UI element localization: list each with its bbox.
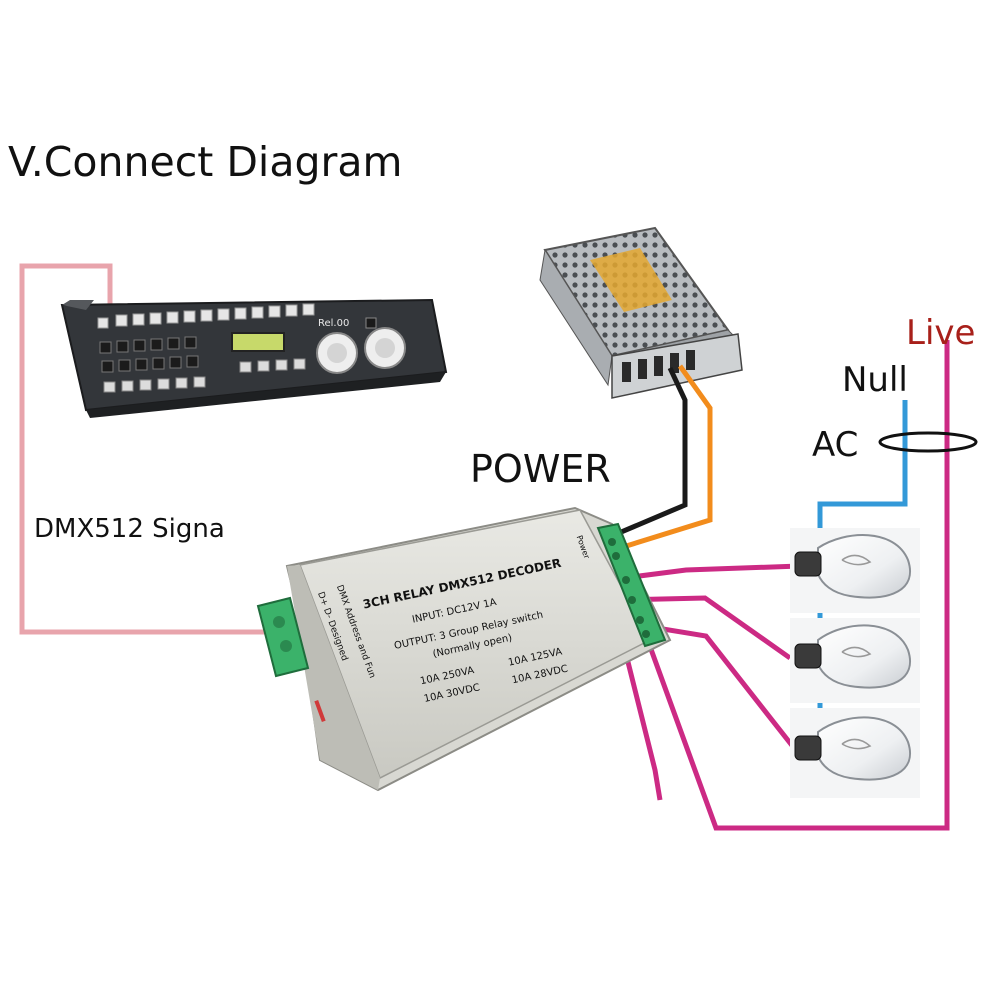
live-label: Live — [906, 313, 975, 353]
lamp-2 — [790, 618, 920, 703]
dmx-controller: Rel.00 — [60, 298, 448, 418]
power-wire-positive — [606, 364, 713, 555]
dmx-signal-label: DMX512 Signa — [34, 514, 225, 544]
page-title: V.Connect Diagram — [8, 138, 402, 186]
live-wire — [641, 340, 950, 831]
output-terminals — [596, 522, 667, 648]
controller-brand: Rel.00 — [318, 318, 349, 329]
null-label: Null — [842, 360, 908, 400]
power-wire-negative — [606, 366, 688, 541]
ac-clamp-ring — [878, 431, 978, 453]
power-label: POWER — [470, 447, 611, 491]
ac-label: AC — [812, 425, 858, 465]
dmx-terminal — [256, 596, 310, 678]
dmx-signal-wire — [19, 263, 265, 635]
dmx-decoder: D+ D- Designed DMX Address and Fun Power… — [256, 506, 672, 792]
power-supply — [539, 226, 743, 399]
lamp-1 — [790, 528, 920, 613]
lamp-3 — [790, 708, 920, 798]
